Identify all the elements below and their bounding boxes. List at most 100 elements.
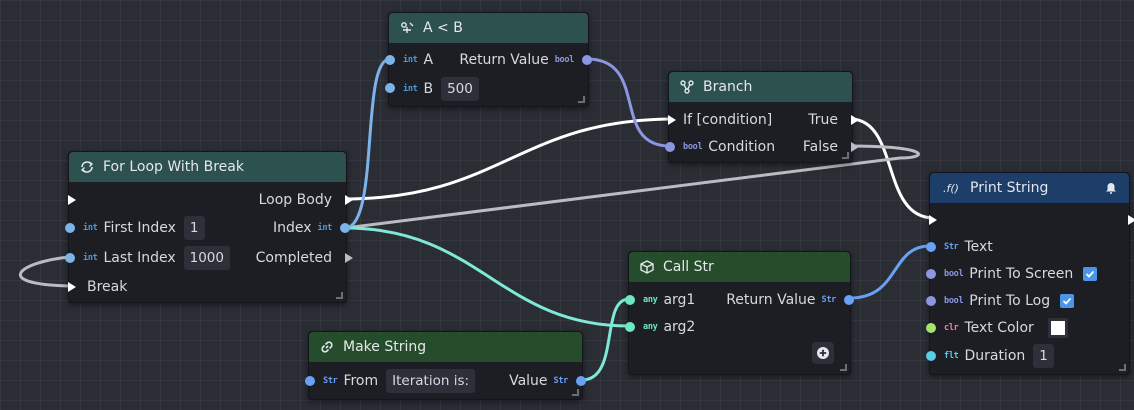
port-condition-input[interactable] — [665, 142, 675, 152]
pin-index: Index int — [273, 215, 332, 241]
node-header[interactable]: .f() Print String — [930, 173, 1129, 203]
pin-label: Index — [273, 220, 312, 236]
port-print-to-log-input[interactable] — [926, 296, 936, 306]
type-badge: flt — [944, 351, 959, 361]
port-return-output[interactable] — [582, 55, 592, 65]
bell-icon[interactable] — [1103, 180, 1119, 196]
pin-label: True — [808, 112, 838, 128]
function-icon: .f() — [943, 181, 959, 195]
pin-print-to-screen: bool Print To Screen — [944, 261, 1098, 287]
text-color-swatch[interactable] — [1047, 318, 1068, 338]
node-header[interactable]: For Loop With Break — [69, 152, 346, 182]
wire-true-to-print[interactable] — [849, 117, 935, 220]
pin-b: int B 500 — [403, 76, 479, 102]
port-loop-body-output[interactable] — [345, 195, 353, 205]
type-badge: Str — [323, 376, 338, 386]
b-value-field[interactable]: 500 — [441, 77, 479, 101]
port-value-output[interactable] — [576, 376, 586, 386]
pin-label: Loop Body — [258, 192, 332, 208]
port-print-to-screen-input[interactable] — [926, 269, 936, 279]
port-a-input[interactable] — [385, 55, 395, 65]
pin-duration: flt Duration 1 — [944, 343, 1054, 369]
from-value-field[interactable]: Iteration is: — [386, 369, 476, 393]
node-title: For Loop With Break — [103, 159, 244, 175]
port-completed-output[interactable] — [345, 253, 353, 263]
wire-ret-to-text[interactable] — [849, 244, 931, 300]
port-text-color-input[interactable] — [926, 323, 936, 333]
type-badge: int — [403, 84, 418, 94]
check-icon — [1063, 297, 1072, 305]
node-call-str[interactable]: Call Str any arg1 Return Value Str any a… — [625, 251, 854, 375]
pin-return-value: Return Value Str — [726, 287, 836, 313]
port-from-input[interactable] — [305, 376, 315, 386]
pin-label: Print To Screen — [969, 266, 1074, 282]
resize-handle[interactable] — [578, 96, 585, 103]
last-index-field[interactable]: 1000 — [183, 246, 230, 270]
node-title: Branch — [703, 79, 753, 95]
print-to-screen-checkbox[interactable] — [1083, 267, 1098, 281]
port-b-input[interactable] — [385, 83, 395, 93]
pin-label: Text Color — [964, 320, 1034, 336]
port-index-output[interactable] — [340, 223, 350, 233]
pin-value: Value Str — [509, 368, 568, 394]
node-make-string[interactable]: Make String Str From Iteration is: Value… — [305, 331, 586, 400]
port-exec-input[interactable] — [929, 215, 937, 225]
wire-false-to-break[interactable] — [344, 144, 920, 230]
wire-index-to-a[interactable] — [344, 57, 391, 230]
check-icon — [1086, 270, 1095, 278]
node-print-string[interactable]: .f() Print String Str Text bool Print To… — [926, 172, 1134, 375]
node-header[interactable]: A < B — [389, 13, 588, 43]
type-badge: clr — [944, 323, 959, 333]
add-icon — [817, 347, 829, 359]
port-duration-input[interactable] — [926, 351, 936, 361]
node-header[interactable]: Call Str — [629, 252, 850, 282]
resize-handle[interactable] — [842, 152, 849, 159]
resize-handle[interactable] — [840, 364, 847, 371]
type-badge: bool — [944, 269, 964, 279]
node-a-less-b[interactable]: A < B int A Return Value bool int B 500 — [385, 12, 592, 107]
node-header[interactable]: Branch — [669, 72, 852, 102]
pin-true: True — [808, 107, 838, 133]
print-to-log-checkbox[interactable] — [1060, 294, 1075, 308]
port-last-index-input[interactable] — [65, 253, 75, 263]
resize-handle[interactable] — [572, 389, 579, 396]
wire-index-to-arg2[interactable] — [344, 226, 630, 328]
port-arg1-input[interactable] — [625, 295, 635, 305]
pin-return-value: Return Value bool — [459, 47, 574, 73]
wire-value-to-arg1[interactable] — [581, 297, 630, 382]
port-exec-input[interactable] — [668, 115, 676, 125]
pin-label: arg1 — [663, 292, 696, 308]
node-branch[interactable]: Branch If [condition] True bool Conditio… — [665, 71, 859, 163]
pin-print-to-log: bool Print To Log — [944, 288, 1075, 314]
pin-label: Text — [964, 239, 993, 255]
add-argument-button[interactable] — [812, 342, 834, 364]
node-for-loop-with-break[interactable]: For Loop With Break Loop Body int First … — [65, 151, 353, 303]
node-header[interactable]: Make String — [309, 332, 582, 362]
type-badge: any — [643, 322, 658, 332]
pin-false: False — [803, 134, 838, 160]
wire-return-to-condition[interactable] — [586, 57, 671, 148]
type-badge: Str — [944, 242, 959, 252]
port-arg2-input[interactable] — [625, 322, 635, 332]
first-index-field[interactable]: 1 — [183, 216, 205, 240]
cube-icon — [639, 259, 655, 275]
port-false-output[interactable] — [851, 142, 859, 152]
node-title: Print String — [970, 180, 1049, 196]
pin-loop-body: Loop Body — [259, 187, 332, 213]
wire-loopbody-to-if[interactable] — [344, 117, 675, 201]
resize-handle[interactable] — [336, 292, 343, 299]
port-return-output[interactable] — [844, 295, 854, 305]
port-exec-input[interactable] — [68, 195, 76, 205]
wire-break-loop-left[interactable] — [18, 255, 70, 288]
port-break-input[interactable] — [68, 282, 76, 292]
port-true-output[interactable] — [851, 115, 859, 125]
type-badge: bool — [683, 142, 703, 152]
pin-label: Last Index — [103, 250, 176, 266]
type-badge: int — [83, 223, 98, 233]
resize-handle[interactable] — [1119, 364, 1126, 371]
pin-completed: Completed — [256, 245, 332, 271]
port-first-index-input[interactable] — [65, 223, 75, 233]
duration-field[interactable]: 1 — [1033, 344, 1054, 368]
port-text-input[interactable] — [926, 242, 936, 252]
port-exec-output[interactable] — [1128, 215, 1134, 225]
